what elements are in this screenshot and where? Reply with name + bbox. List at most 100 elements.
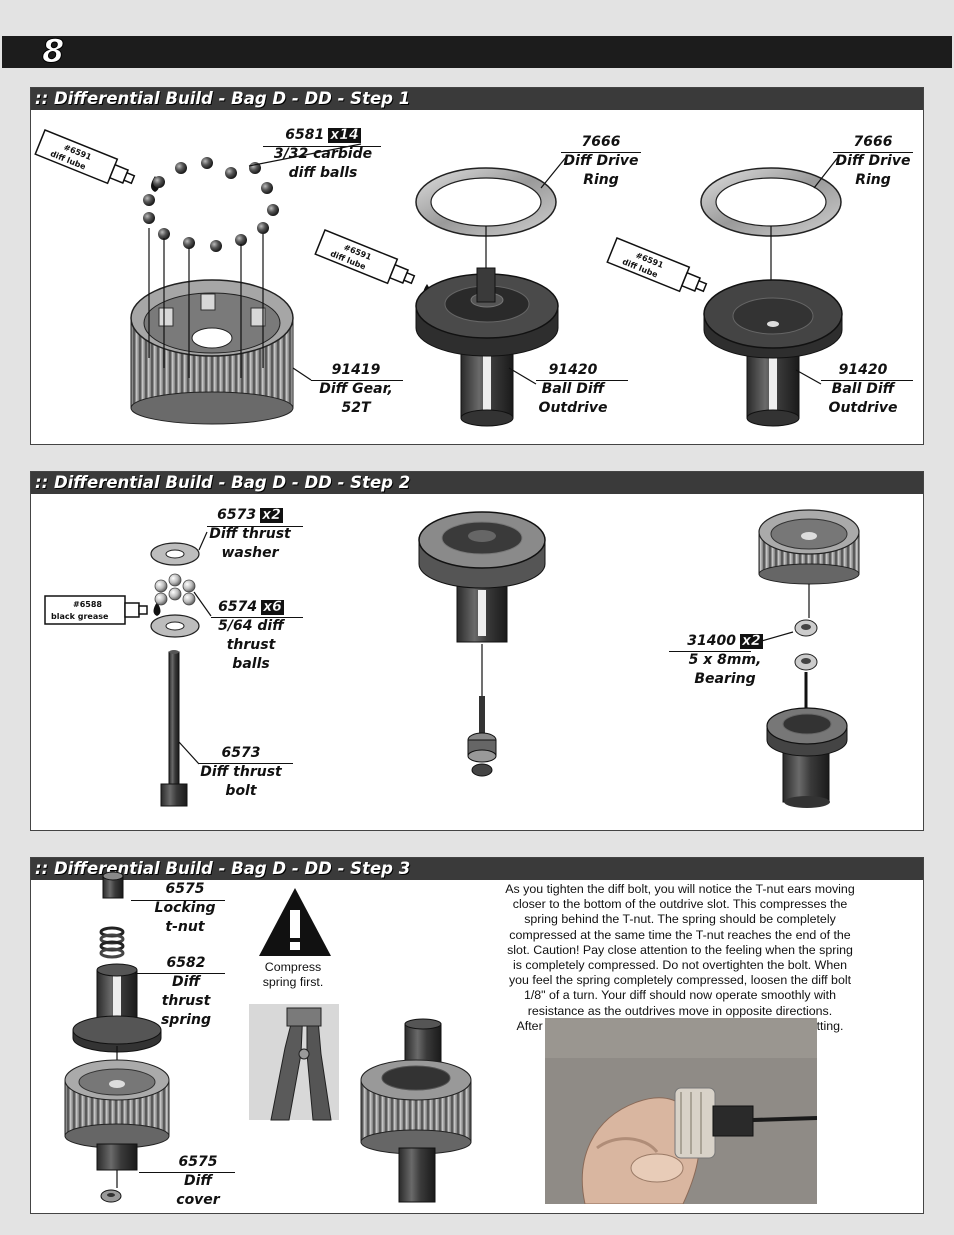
diff-thrust-bolt <box>160 650 188 807</box>
grease-line2: black grease <box>51 612 109 621</box>
lube-tube-icon: #6591 diff lube <box>34 129 136 185</box>
t-nut-part-number: 6575 <box>165 881 205 897</box>
bearing-desc-line1: 5 x 8mm, <box>688 652 762 668</box>
bolt-callout: 6573 Diff thrust bolt <box>191 744 291 801</box>
step3-title: :: Differential Build - Bag D - DD - Ste… <box>35 859 411 878</box>
t-nut-callout: 6575 Locking t-nut <box>145 880 225 937</box>
leader-line <box>561 152 641 153</box>
spring-desc-line2: thrust <box>161 993 211 1009</box>
step2-title: :: Differential Build - Bag D - DD - Ste… <box>35 473 411 492</box>
bolt-desc-line2: bolt <box>225 783 257 799</box>
step3-header: :: Differential Build - Bag D - DD - Ste… <box>31 858 923 880</box>
washer-qty-badge: x2 <box>260 507 283 523</box>
page-number: 8 <box>41 32 66 71</box>
spring-desc-line3: spring <box>160 1012 212 1028</box>
leader-line <box>536 380 628 381</box>
outdrive-assembled-center <box>418 511 546 777</box>
bolt-desc-line1: Diff thrust <box>200 764 282 780</box>
washer-desc-line1: Diff thrust <box>209 526 291 542</box>
outdrive-b-desc-line2: Outdrive <box>828 400 898 416</box>
cover-desc-line2: cover <box>176 1192 220 1208</box>
ring-b-desc-line1: Diff Drive <box>835 153 911 169</box>
assembled-diff-image <box>360 1018 472 1203</box>
ring-a-part-number: 7666 <box>581 134 621 150</box>
lube-tube-icon: #6591 diff lube <box>606 237 708 293</box>
balls-desc-line2: diff balls <box>288 165 358 181</box>
balls-part-number: 6581 <box>285 127 325 143</box>
step3-panel: :: Differential Build - Bag D - DD - Ste… <box>30 857 924 1214</box>
step1-title: :: Differential Build - Bag D - DD - Ste… <box>35 89 411 108</box>
leader-line <box>135 973 225 974</box>
gear-bearing-outdrive-right <box>758 509 860 808</box>
gear-part-number: 91419 <box>331 362 381 378</box>
outdrive-a-desc-line2: Outdrive <box>538 400 608 416</box>
instruction-line: slot. Caution! Pay close attention to th… <box>507 942 853 957</box>
instruction-line: closer to the bottom of the outdrive slo… <box>512 897 848 912</box>
diff-drive-ring-a <box>415 167 557 237</box>
warning-line1: Compress <box>264 960 322 974</box>
ring-b-desc-line2: Ring <box>855 172 891 188</box>
step2-illustration: #6588 black grease <box>44 509 860 808</box>
thrust-balls-desc-line3: balls <box>232 656 270 672</box>
page-header-bar: 8 <box>2 32 952 71</box>
thrust-washer-top <box>150 542 200 566</box>
balls-desc-line1: 3/32 carbide <box>273 146 373 162</box>
instruction-line: spring behind the T-nut. The spring shou… <box>524 912 836 927</box>
thrust-balls-desc-line1: 5/64 diff <box>218 618 284 634</box>
gear-stack-part <box>64 1059 170 1149</box>
instruction-line: you feel the spring completely compresse… <box>508 973 852 988</box>
diff-cover-part <box>100 1189 122 1203</box>
leader-line <box>311 380 403 381</box>
outdrive-a-part-number: 91420 <box>548 362 598 378</box>
instructions-paragraph: As you tighten the diff bolt, you will n… <box>443 882 917 1034</box>
ring-a-desc-line1: Diff Drive <box>563 153 639 169</box>
ring-a-callout: 7666 Diff Drive Ring <box>561 133 641 190</box>
step1-illustration: #6591 diff lube <box>34 129 843 427</box>
t-nut-desc-line2: t-nut <box>165 919 205 935</box>
leader-line <box>207 526 303 527</box>
thrust-balls-qty-badge: x6 <box>261 599 284 615</box>
outdrive-stack-part <box>72 963 162 1053</box>
t-nut-desc-line1: Locking <box>154 900 216 916</box>
outdrive-a-callout: 91420 Ball Diff Outdrive <box>531 361 615 418</box>
leader-line <box>669 651 751 652</box>
grease-tube-icon: #6588 black grease <box>44 595 148 625</box>
spring-part-number: 6582 <box>166 955 206 971</box>
ring-b-part-number: 7666 <box>853 134 893 150</box>
thrust-balls-desc-line2: thrust <box>226 637 276 653</box>
pliers-image <box>249 1004 339 1121</box>
washer-part-number: 6573 <box>217 507 257 523</box>
diff-gear-52t <box>130 228 294 425</box>
washer-desc-line2: washer <box>221 545 279 561</box>
gear-callout: 91419 Diff Gear, 52T <box>311 361 401 418</box>
instruction-line: resistance as the outdrives move in oppo… <box>527 1003 833 1018</box>
instruction-line: is completely compressed. Do not overtig… <box>512 958 848 973</box>
outdrive-b-part-number: 91420 <box>838 362 888 378</box>
step3-illustration <box>64 871 472 1203</box>
ring-b-callout: 7666 Diff Drive Ring <box>833 133 913 190</box>
leader-line <box>821 380 913 381</box>
warning-icon <box>259 888 331 956</box>
compress-warning-text: Compress spring first. <box>241 960 345 990</box>
spring-desc-line1: Diff <box>171 974 201 990</box>
thrust-washer-bottom <box>150 614 200 638</box>
leader-line <box>211 617 303 618</box>
outdrive-b-callout: 91420 Ball Diff Outdrive <box>821 361 905 418</box>
ball-diff-outdrive-a <box>415 267 559 427</box>
thrust-balls-group <box>154 573 196 606</box>
step1-header: :: Differential Build - Bag D - DD - Ste… <box>31 88 923 110</box>
spring-callout: 6582 Diff thrust spring <box>149 954 223 1030</box>
cover-callout: 6575 Diff cover <box>161 1153 235 1210</box>
leader-line <box>263 146 381 147</box>
diff-adjust-photo <box>545 1018 817 1204</box>
gear-desc-line2: 52T <box>341 400 371 416</box>
ring-a-desc-line2: Ring <box>583 172 619 188</box>
grease-drop-icon <box>153 602 161 616</box>
leader-line <box>833 152 913 153</box>
grease-line1: #6588 <box>73 600 102 609</box>
outdrive-b-desc-line1: Ball Diff <box>831 381 895 397</box>
step1-panel: :: Differential Build - Bag D - DD - Ste… <box>30 87 924 445</box>
